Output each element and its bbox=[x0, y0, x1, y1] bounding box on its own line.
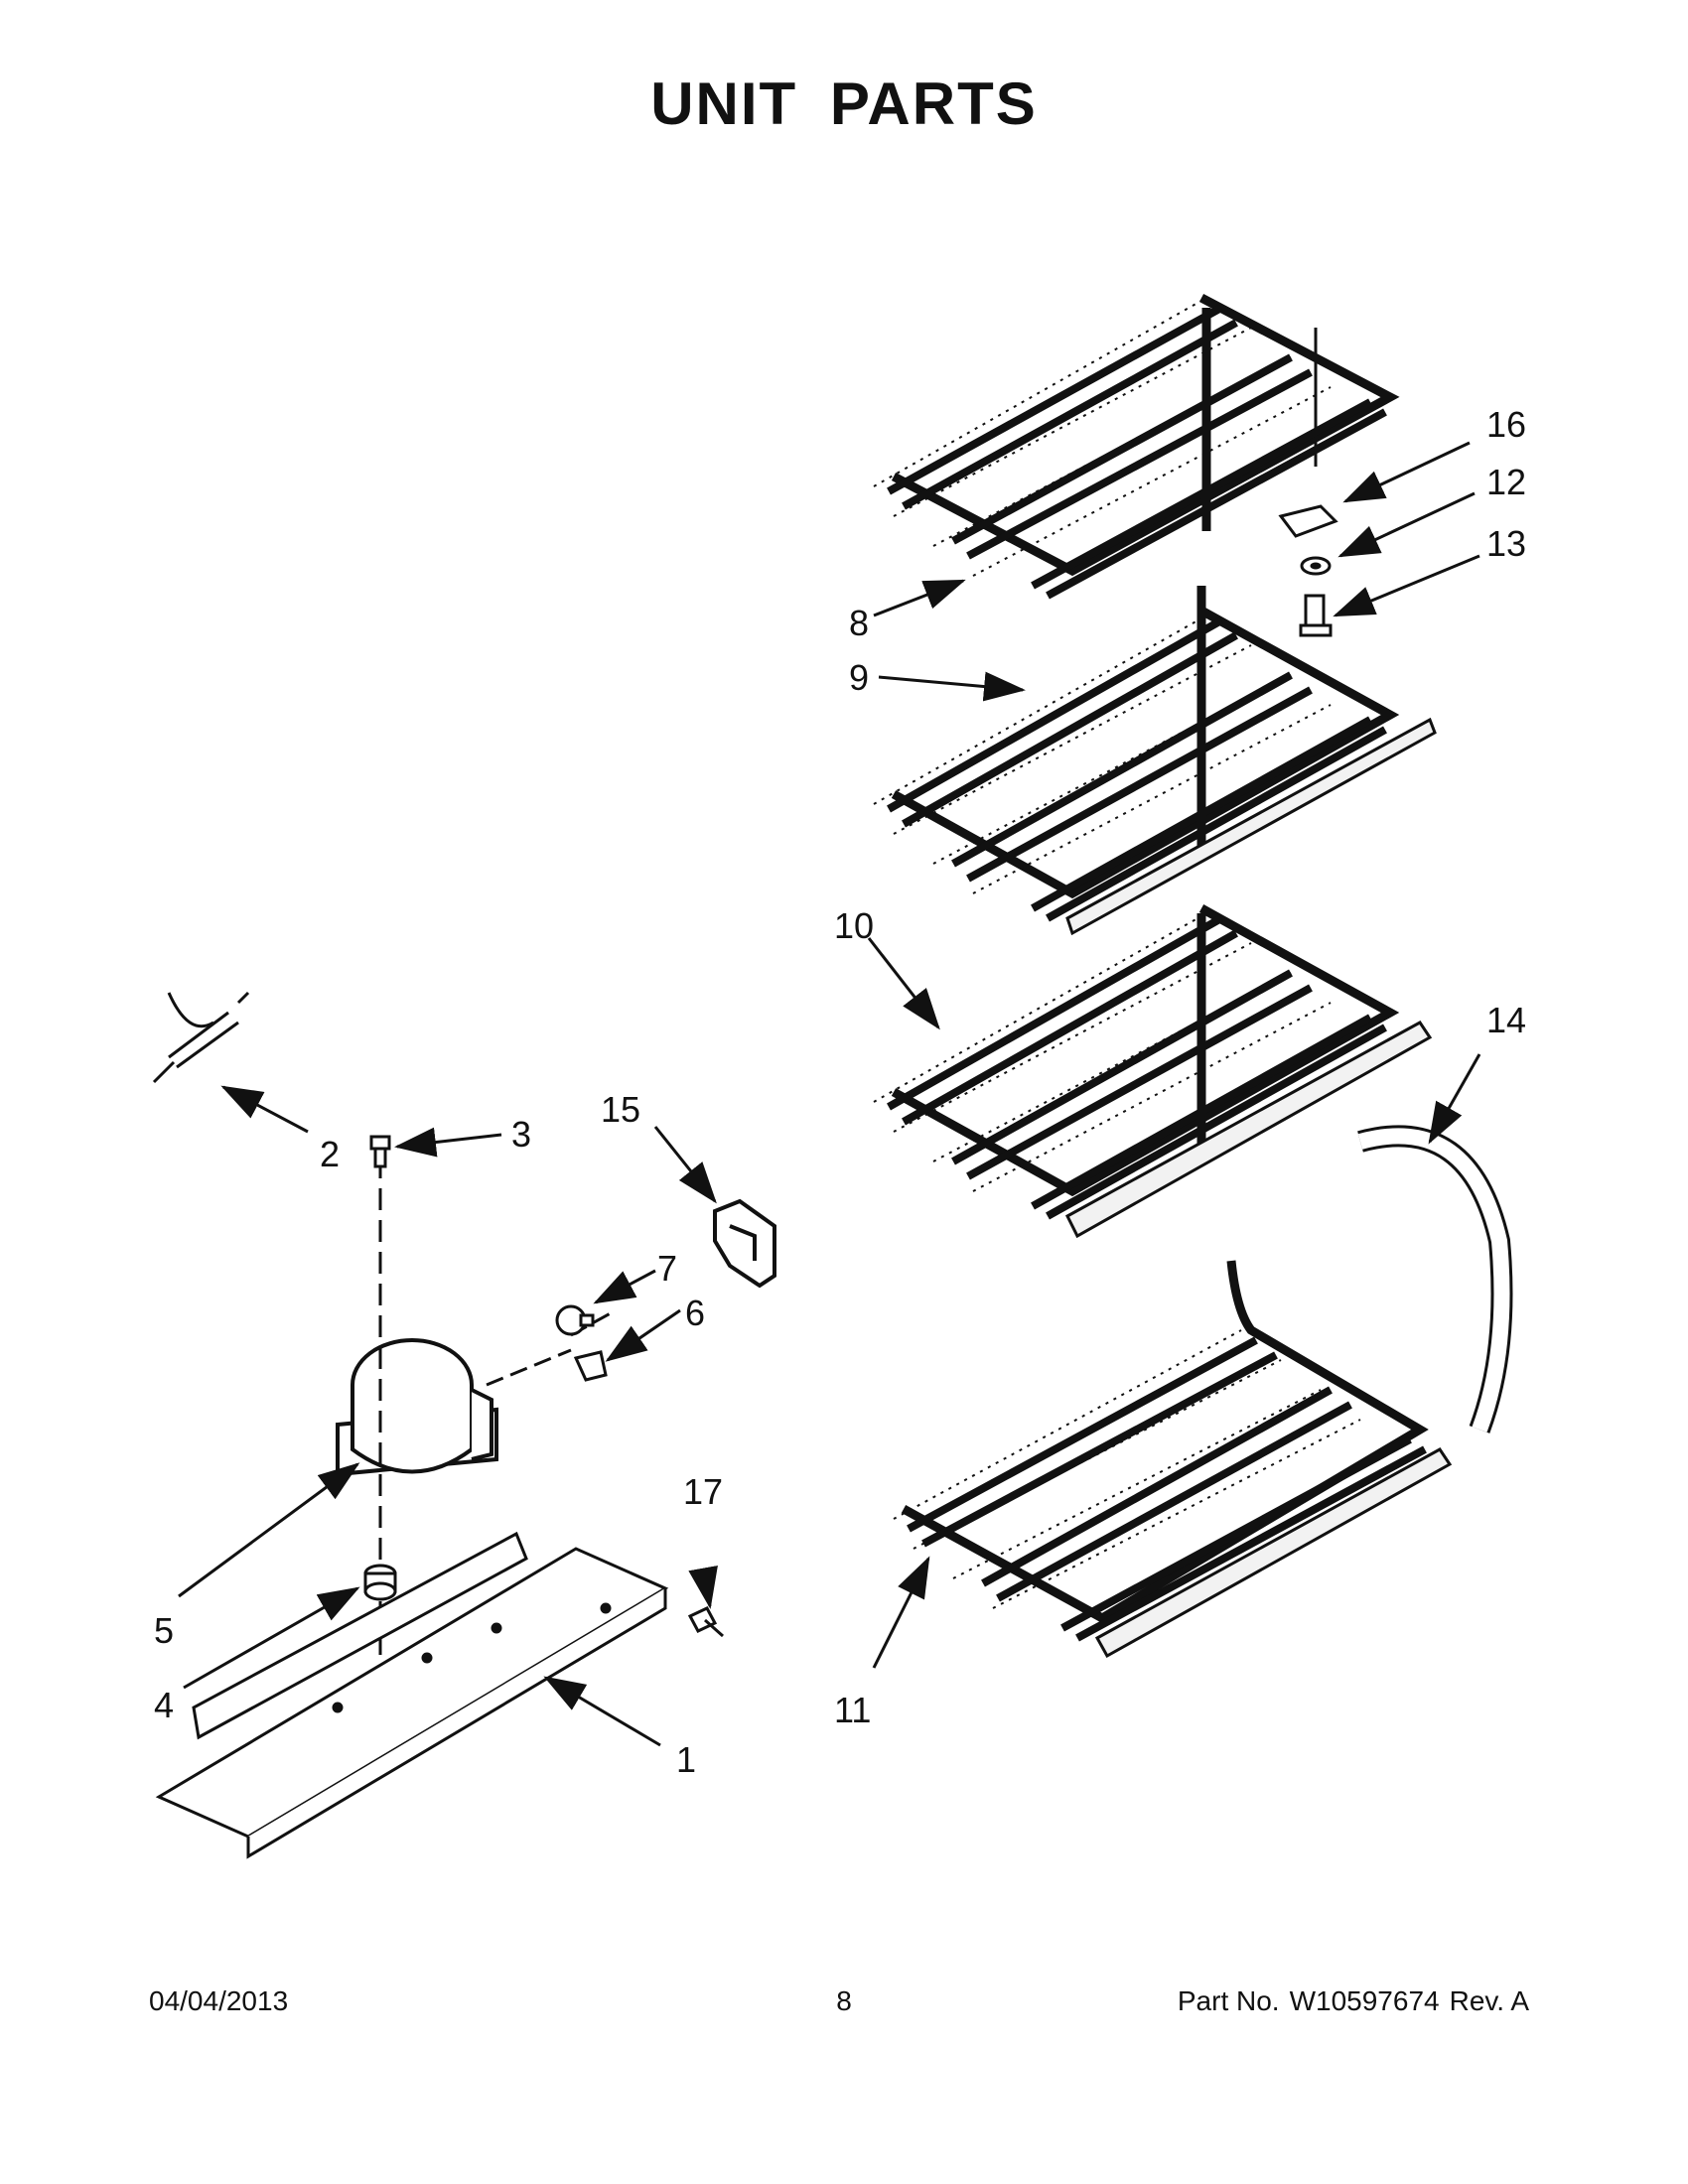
callout-4: 4 bbox=[154, 1685, 174, 1725]
callout-7: 7 bbox=[657, 1248, 677, 1289]
footer-date: 04/04/2013 bbox=[149, 1985, 289, 2016]
callout-5: 5 bbox=[154, 1610, 174, 1651]
relay-7 bbox=[555, 1304, 595, 1336]
drier-2 bbox=[152, 991, 250, 1084]
drain-tube-14 bbox=[1357, 1125, 1513, 1433]
grommet-4 bbox=[363, 1564, 397, 1601]
evaporator-coil-8 bbox=[873, 294, 1400, 600]
callout-14: 14 bbox=[1486, 1000, 1526, 1040]
callout-11: 11 bbox=[834, 1690, 871, 1730]
callout-16: 16 bbox=[1486, 404, 1526, 445]
callout-10: 10 bbox=[834, 905, 874, 946]
callout-8: 8 bbox=[849, 603, 869, 643]
callout-3: 3 bbox=[511, 1114, 531, 1155]
page-title: UNIT PARTS bbox=[650, 70, 1038, 137]
bracket-15 bbox=[713, 1198, 776, 1289]
callout-13: 13 bbox=[1486, 523, 1526, 564]
evaporator-coil-9 bbox=[873, 586, 1437, 936]
footer-page-number: 8 bbox=[836, 1985, 852, 2016]
footer-part-number: Part No. W10597674 Rev. A bbox=[1178, 1985, 1529, 2017]
compressor bbox=[336, 1338, 498, 1477]
screw-3 bbox=[369, 1135, 391, 1168]
revision: Rev. A bbox=[1449, 1985, 1529, 2016]
callout-15: 15 bbox=[601, 1089, 640, 1130]
screw-17 bbox=[687, 1606, 724, 1638]
part-label: Part No. bbox=[1177, 1985, 1280, 2016]
callout-6: 6 bbox=[685, 1293, 705, 1333]
evaporator-coil-10 bbox=[873, 904, 1433, 1239]
callout-9: 9 bbox=[849, 657, 869, 698]
part-number: W10597674 bbox=[1289, 1985, 1440, 2016]
mounting-hardware bbox=[1278, 504, 1338, 637]
callout-2: 2 bbox=[320, 1134, 340, 1174]
base-plate-1 bbox=[155, 1531, 669, 1859]
callout-12: 12 bbox=[1486, 462, 1526, 502]
evaporator-coil-11 bbox=[893, 1260, 1453, 1659]
callout-1: 1 bbox=[676, 1739, 696, 1780]
leader-arrows bbox=[178, 441, 1481, 1747]
callout-17: 17 bbox=[683, 1471, 723, 1512]
overload-6 bbox=[573, 1350, 608, 1382]
